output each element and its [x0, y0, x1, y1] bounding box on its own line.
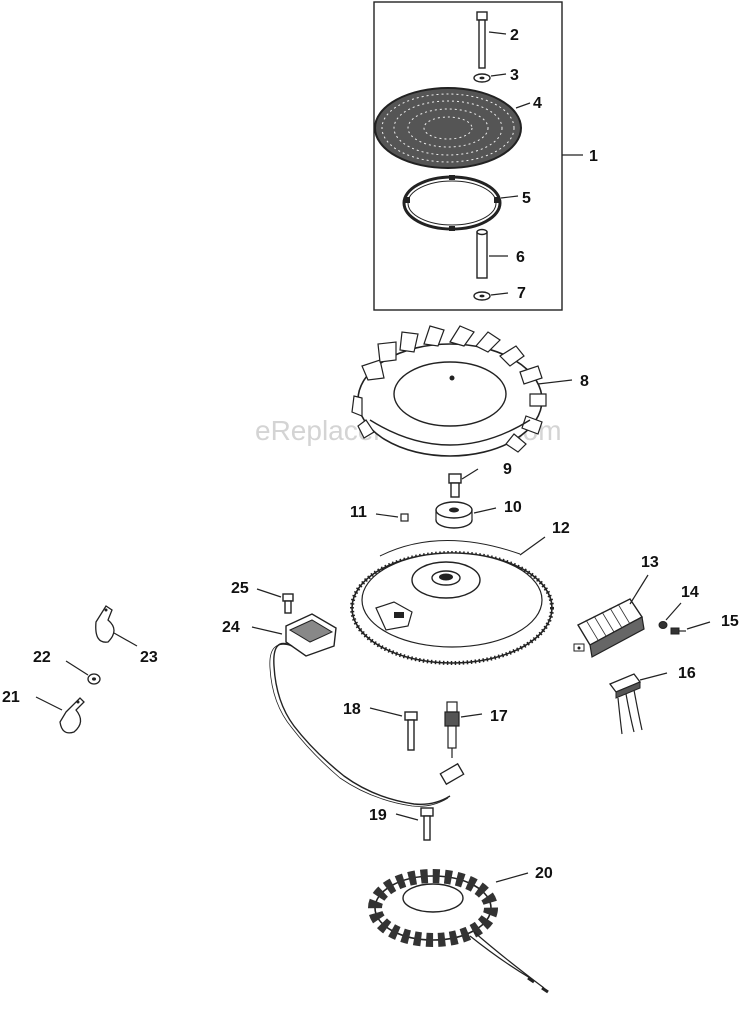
- leader-12: [519, 536, 546, 556]
- leader-18: [369, 707, 403, 717]
- leader-7: [490, 292, 509, 296]
- part-20-stator[interactable]: [368, 869, 549, 994]
- part-14-nut[interactable]: [658, 621, 668, 629]
- callout-3: 3: [510, 67, 519, 84]
- leader-20: [495, 872, 529, 883]
- callout-16: 16: [678, 665, 696, 682]
- callout-24: 24: [222, 619, 240, 636]
- callout-18: 18: [343, 701, 361, 718]
- callout-25: 25: [231, 580, 249, 597]
- callout-9: 9: [503, 461, 512, 478]
- part-8-fan[interactable]: [351, 325, 547, 457]
- callout-14: 14: [681, 584, 699, 601]
- part-11-key[interactable]: [400, 513, 409, 522]
- callout-5: 5: [522, 190, 531, 207]
- part-2-bolt[interactable]: [476, 11, 488, 69]
- part-3-washer[interactable]: [473, 73, 491, 83]
- kit-group-box: [373, 1, 563, 311]
- callout-13: 13: [641, 554, 659, 571]
- leader-3: [490, 73, 507, 77]
- leader-10: [473, 507, 497, 514]
- part-24-ignition-module[interactable]: [269, 613, 465, 807]
- callout-12: 12: [552, 520, 570, 537]
- part-5-retaining-ring[interactable]: [402, 175, 502, 231]
- callout-6: 6: [516, 249, 525, 266]
- leader-9: [461, 468, 479, 480]
- part-7-washer[interactable]: [473, 291, 491, 301]
- callout-4: 4: [533, 95, 542, 112]
- callout-8: 8: [580, 373, 589, 390]
- callout-7: 7: [517, 285, 526, 302]
- callout-15: 15: [721, 613, 739, 630]
- callout-1: 1: [589, 148, 598, 165]
- part-15-screw[interactable]: [670, 627, 686, 635]
- callout-11: 11: [350, 504, 367, 521]
- leader-4: [515, 102, 531, 109]
- leader-17: [460, 713, 483, 718]
- leader-21: [35, 696, 63, 711]
- part-22-nut[interactable]: [87, 673, 101, 685]
- callout-10: 10: [504, 499, 522, 516]
- leader-14: [665, 602, 682, 621]
- part-10-spacer-washer[interactable]: [435, 501, 473, 529]
- leader-23: [113, 632, 138, 647]
- part-16-connector[interactable]: [608, 673, 643, 735]
- leader-13: [629, 574, 649, 605]
- callout-2: 2: [510, 27, 519, 44]
- leader-5: [500, 195, 519, 199]
- part-19-bolt[interactable]: [420, 807, 434, 841]
- part-4-screen[interactable]: [374, 87, 522, 169]
- part-12-flywheel[interactable]: [350, 540, 554, 665]
- leader-25: [256, 588, 282, 598]
- leader-22: [65, 660, 89, 676]
- part-18-bolt[interactable]: [404, 711, 418, 751]
- part-25-screw[interactable]: [282, 593, 294, 614]
- part-17-spark-plug[interactable]: [444, 701, 460, 758]
- callout-22: 22: [33, 649, 51, 666]
- part-13-rectifier[interactable]: [573, 598, 645, 658]
- leader-16: [639, 672, 668, 681]
- callout-19: 19: [369, 807, 387, 824]
- leader-24: [251, 626, 283, 635]
- callout-21: 21: [2, 689, 20, 706]
- leader-8: [537, 379, 573, 385]
- leader-15: [686, 621, 711, 630]
- callout-20: 20: [535, 865, 553, 882]
- callout-17: 17: [490, 708, 508, 725]
- part-6-spacer[interactable]: [476, 228, 488, 279]
- leader-11: [375, 513, 399, 518]
- leader-2: [488, 31, 507, 35]
- part-9-bolt[interactable]: [448, 473, 462, 498]
- part-21-clamp[interactable]: [59, 697, 85, 734]
- callout-23: 23: [140, 649, 158, 666]
- part-23-clamp[interactable]: [95, 605, 115, 643]
- leader-19: [395, 813, 419, 821]
